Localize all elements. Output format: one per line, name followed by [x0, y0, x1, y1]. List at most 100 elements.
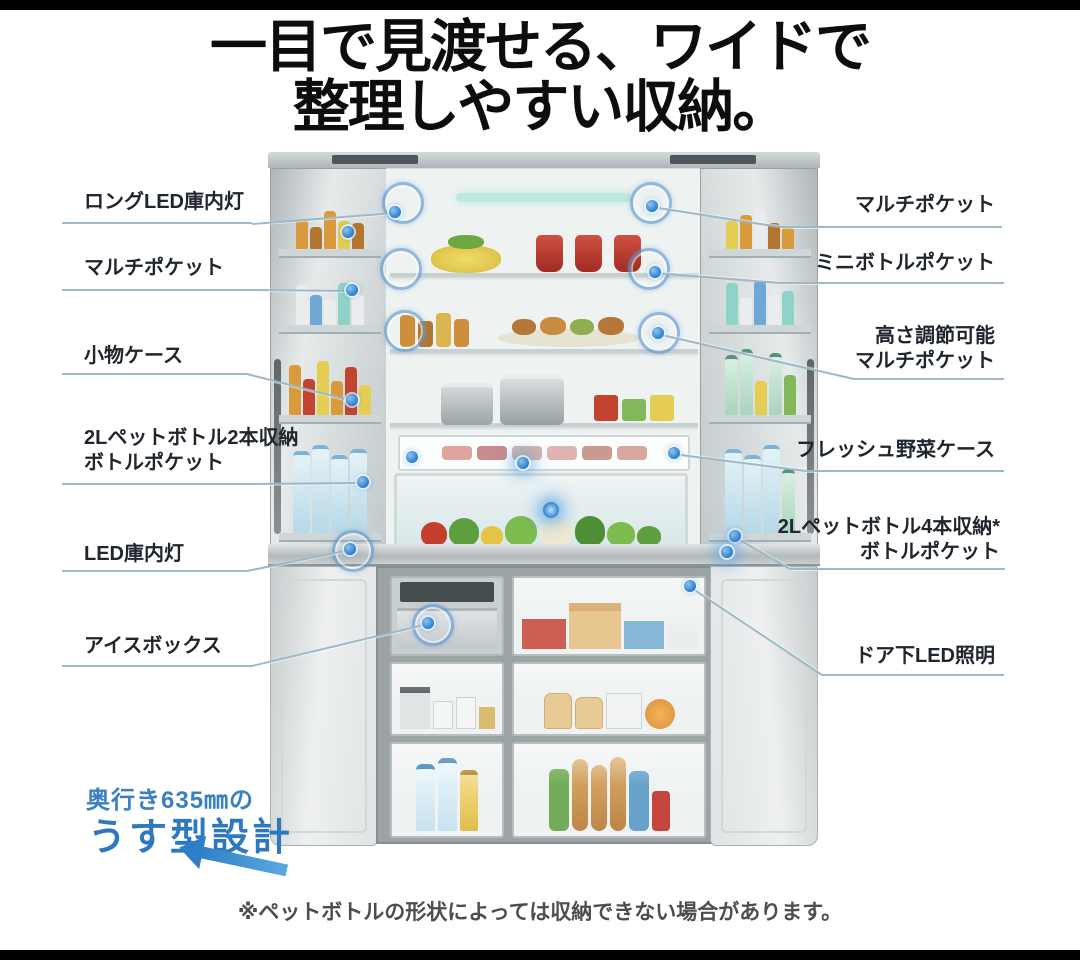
- food-item: [540, 317, 566, 335]
- fridge-right-door: [700, 168, 818, 546]
- fridge-left-door: [270, 168, 388, 546]
- fridge-upper-section: [268, 168, 820, 553]
- freezer-interior: [376, 566, 712, 844]
- top-black-bar: [0, 0, 1080, 10]
- hinge: [670, 155, 756, 164]
- depth-note-line1: 奥行き635㎜の: [86, 787, 255, 814]
- door-pocket: [279, 337, 381, 422]
- callout-bottle-pocket-4: 2Lペットボトル4本収納*ボトルポケット: [777, 516, 1000, 563]
- footnote: ※ペットボトルの形状によっては収納できない場合があります。: [237, 901, 843, 924]
- hinge: [332, 155, 418, 164]
- leader-dot: [346, 284, 358, 296]
- refrigerator-illustration: [268, 152, 820, 892]
- freezer-section: [268, 566, 820, 852]
- leader-dot: [422, 617, 434, 629]
- leader-dot: [346, 394, 358, 406]
- leader-underline: [62, 373, 247, 375]
- leader-underline: [62, 289, 252, 291]
- freezer-drawer: [390, 742, 504, 838]
- food-item: [512, 319, 536, 335]
- leader-dot: [344, 543, 356, 555]
- freezer-drawer: [512, 576, 706, 656]
- door-pocket: [279, 261, 381, 332]
- food-item: [570, 319, 594, 335]
- food-jar: [436, 313, 451, 347]
- door-handle: [807, 359, 814, 534]
- led-glow-dot: [721, 546, 733, 558]
- food-container: [622, 399, 646, 421]
- callout-mini-bottle-pocket: ミニボトルポケット: [815, 252, 995, 274]
- leader-dot: [649, 266, 661, 278]
- food-jar: [454, 319, 469, 347]
- food-cup: [575, 235, 602, 272]
- door-pocket: [709, 337, 811, 422]
- fridge-top-cap: [268, 152, 820, 168]
- food-dish: [431, 245, 501, 273]
- door-pocket: [279, 187, 381, 256]
- leader-underline: [62, 665, 252, 667]
- freezer-right-door: [710, 566, 818, 846]
- glass-shelf: [390, 273, 698, 277]
- leader-underline: [790, 568, 1005, 570]
- leader-dot: [652, 327, 664, 339]
- freezer-left-door: [270, 566, 378, 846]
- led-strip: [456, 193, 632, 202]
- leader-dot: [646, 200, 658, 212]
- glass-shelf: [390, 349, 698, 353]
- fridge-interior: [386, 168, 702, 553]
- callout-led-light: LED庫内灯: [84, 543, 184, 565]
- leader-dot: [342, 226, 354, 238]
- door-handle: [274, 359, 281, 534]
- food-pot: [500, 375, 564, 425]
- food-container: [594, 395, 618, 421]
- leader-dot: [668, 447, 680, 459]
- food-cup: [536, 235, 563, 272]
- callout-multi-pocket-left: マルチポケット: [84, 257, 224, 279]
- callout-bottle-pocket-2l: 2Lペットボトル2本収納ボトルポケット: [84, 427, 299, 474]
- callout-fresh-vegetable-case: フレッシュ野菜ケース: [796, 439, 995, 461]
- highlight-ring: [638, 312, 680, 354]
- highlight-ring: [412, 604, 454, 646]
- freezer-drawer: [512, 662, 706, 736]
- callout-multi-pocket-right: マルチポケット: [855, 194, 995, 216]
- freezer-drawer: [512, 742, 706, 838]
- leader-underline: [62, 570, 247, 572]
- leader-underline: [780, 282, 1004, 284]
- highlight-ring: [384, 310, 426, 352]
- glass-shelf: [390, 423, 698, 427]
- leader-dot: [389, 206, 401, 218]
- callout-ice-box: アイスボックス: [84, 635, 222, 657]
- led-glow-dot: [517, 457, 529, 469]
- leader-underline: [854, 378, 1004, 380]
- highlight-ring: [380, 248, 422, 290]
- depth-note-line2: うす型設計: [88, 817, 294, 859]
- page-title: 一目で見渡せる、ワイドで 整理しやすい収納。: [210, 15, 872, 139]
- door-pocket: [709, 261, 811, 332]
- food-container: [650, 395, 674, 421]
- callout-small-item-case: 小物ケース: [84, 345, 183, 367]
- leader-underline: [780, 226, 1002, 228]
- leader-dot: [684, 580, 696, 592]
- food-pot: [441, 383, 493, 425]
- bottle-pocket: [279, 427, 381, 540]
- leader-underline: [822, 674, 1004, 676]
- leader-underline: [806, 470, 1004, 472]
- freezer-drawer: [390, 662, 504, 736]
- led-glow: [543, 502, 559, 518]
- bottom-black-bar: [0, 950, 1080, 960]
- leader-dot: [729, 530, 741, 542]
- vegetable-case: [394, 473, 688, 553]
- chilled-drawer: [398, 435, 690, 471]
- highlight-ring: [630, 182, 672, 224]
- highlight-ring: [628, 248, 670, 290]
- door-pocket: [709, 187, 811, 256]
- leader-underline: [62, 222, 252, 224]
- highlight-ring: [382, 182, 424, 224]
- food-garnish: [448, 235, 484, 249]
- leader-underline: [62, 483, 250, 485]
- callout-height-adjustable-pocket: 高さ調節可能マルチポケット: [855, 325, 995, 372]
- center-divider: [268, 544, 820, 566]
- highlight-ring: [332, 530, 374, 572]
- leader-dot: [357, 476, 369, 488]
